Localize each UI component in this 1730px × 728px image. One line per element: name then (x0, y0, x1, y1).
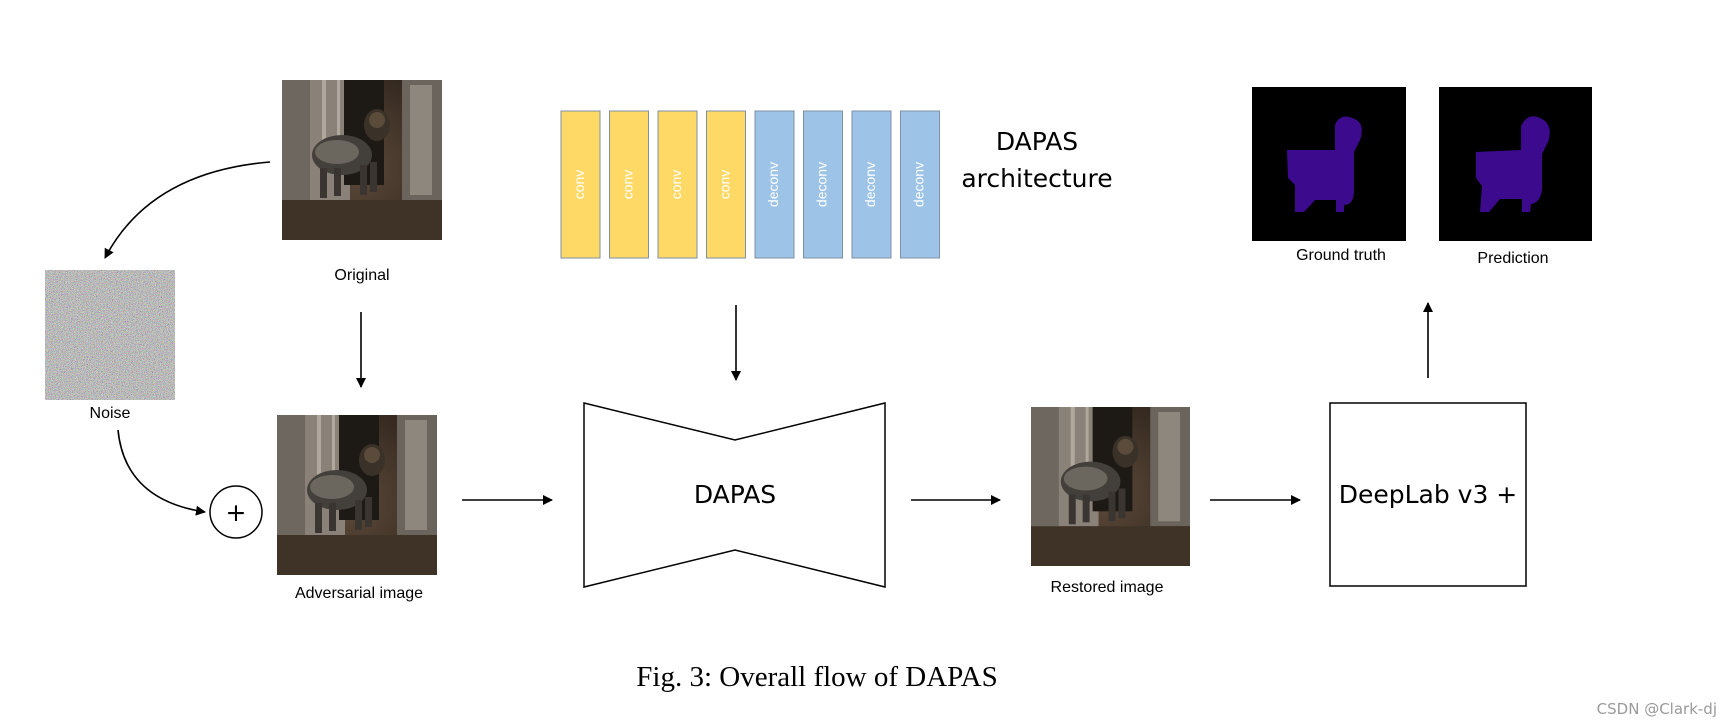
layer-conv-1 (560, 110, 601, 259)
layer-label-5: deconv (765, 162, 781, 207)
add-operator (209, 485, 263, 539)
adversarial-image (277, 415, 437, 575)
architecture-title-line1: DAPAS (996, 127, 1078, 156)
layer-conv-2 (609, 110, 649, 259)
deeplab-block (1329, 402, 1527, 587)
noise-image (45, 270, 175, 400)
restored-image (1031, 407, 1190, 566)
original-image (282, 80, 442, 240)
adversarial-label: Adversarial image (295, 585, 423, 602)
prediction-label: Prediction (1477, 250, 1548, 267)
layer-label-6: deconv (814, 162, 830, 207)
layer-deconv-7 (851, 110, 892, 259)
layer-deconv-6 (803, 110, 843, 259)
ground-truth-mask (1252, 87, 1406, 241)
layer-conv-3 (657, 110, 698, 259)
add-operator-symbol: + (226, 498, 247, 527)
noise-label: Noise (90, 405, 131, 422)
watermark: CSDN @Clark-dj (1597, 700, 1717, 718)
original-label: Original (334, 267, 389, 284)
layer-label-3: conv (668, 170, 684, 200)
restored-label: Restored image (1051, 579, 1164, 596)
layer-conv-4 (706, 110, 746, 259)
ground-truth-label: Ground truth (1296, 247, 1386, 264)
prediction-mask (1439, 87, 1592, 241)
architecture-title-line2: architecture (961, 164, 1112, 193)
layer-label-2: conv (620, 170, 636, 200)
figure-caption: Fig. 3: Overall flow of DAPAS (636, 661, 997, 693)
dapas-block-label: DAPAS (694, 480, 776, 509)
layer-label-8: deconv (911, 162, 927, 207)
layer-label-4: conv (717, 170, 733, 200)
layer-deconv-5 (754, 110, 795, 259)
architecture-layers: conv conv conv conv deconv deconv deconv deconv (560, 110, 940, 259)
arrow-noise-to-add (117, 429, 206, 516)
deeplab-block-label: DeepLab v3 + (1339, 480, 1518, 509)
layer-deconv-8 (900, 110, 940, 259)
layer-label-7: deconv (862, 162, 878, 207)
dapas-block (583, 402, 886, 588)
layer-label-1: conv (571, 170, 587, 200)
arrow-original-to-noise (104, 161, 271, 259)
